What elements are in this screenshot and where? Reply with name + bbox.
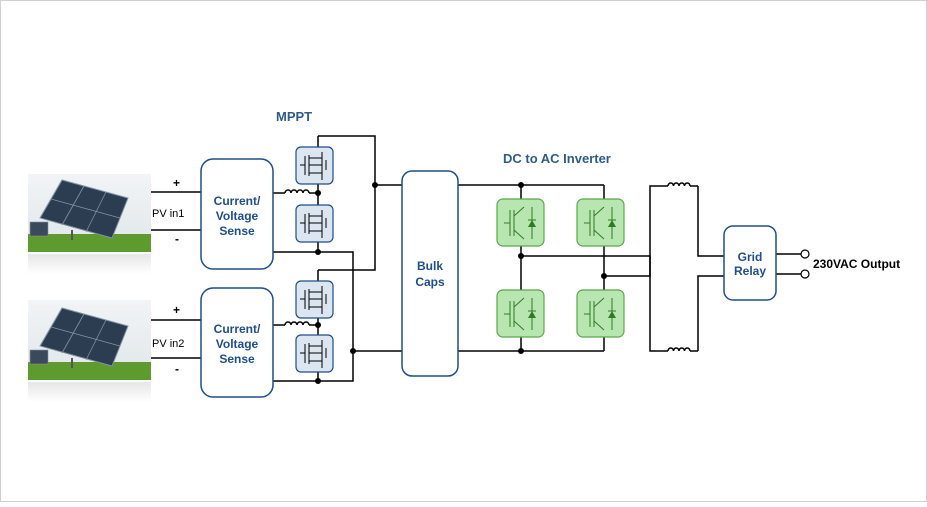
grid-relay-block: Grid Relay <box>723 225 777 301</box>
sense-block-2: Current/ Voltage Sense <box>200 287 274 398</box>
inductor-icon <box>284 189 310 194</box>
bulk-line2: Caps <box>415 275 445 289</box>
output-terminal-icon <box>800 269 810 279</box>
output-terminal-icon <box>800 249 810 259</box>
pv1-plus-label: + <box>173 176 180 190</box>
relay-line2: Relay <box>734 264 766 278</box>
mppt-title: MPPT <box>276 109 312 124</box>
bulk-caps-block: Bulk Caps <box>401 170 459 377</box>
igbt-icon <box>496 289 545 338</box>
junction-dots <box>315 182 607 384</box>
relay-line1: Grid <box>738 250 763 264</box>
mosfet-icon <box>295 146 334 185</box>
sense2-line1: Current/ <box>214 322 261 336</box>
sense1-line1: Current/ <box>214 194 261 208</box>
sense-block-1: Current/ Voltage Sense <box>200 158 274 270</box>
mosfet-icon <box>295 280 334 319</box>
sense2-line2: Voltage <box>216 337 259 351</box>
sense1-line3: Sense <box>219 224 255 238</box>
mosfet-icon <box>295 334 334 373</box>
igbt-icon <box>496 198 545 247</box>
solar-panel-image-1 <box>28 174 151 274</box>
sense2-line3: Sense <box>219 352 255 366</box>
mosfet-icon <box>295 204 334 243</box>
sense1-line2: Voltage <box>216 209 259 223</box>
inverter-title: DC to AC Inverter <box>503 151 611 166</box>
igbt-icon <box>576 198 625 247</box>
inductor-icon <box>284 321 310 326</box>
igbt-icon <box>576 289 625 338</box>
inductor-icon <box>667 347 691 352</box>
pv2-minus-label: - <box>175 362 179 376</box>
pv1-label: PV in1 <box>152 208 184 220</box>
pv2-label: PV in2 <box>152 338 184 350</box>
pv2-plus-label: + <box>173 303 180 317</box>
inductor-icon <box>667 182 691 187</box>
bulk-line1: Bulk <box>417 259 443 273</box>
solar-panel-image-2 <box>28 300 151 402</box>
output-label: 230VAC Output <box>813 257 900 271</box>
pv1-minus-label: - <box>175 232 179 246</box>
